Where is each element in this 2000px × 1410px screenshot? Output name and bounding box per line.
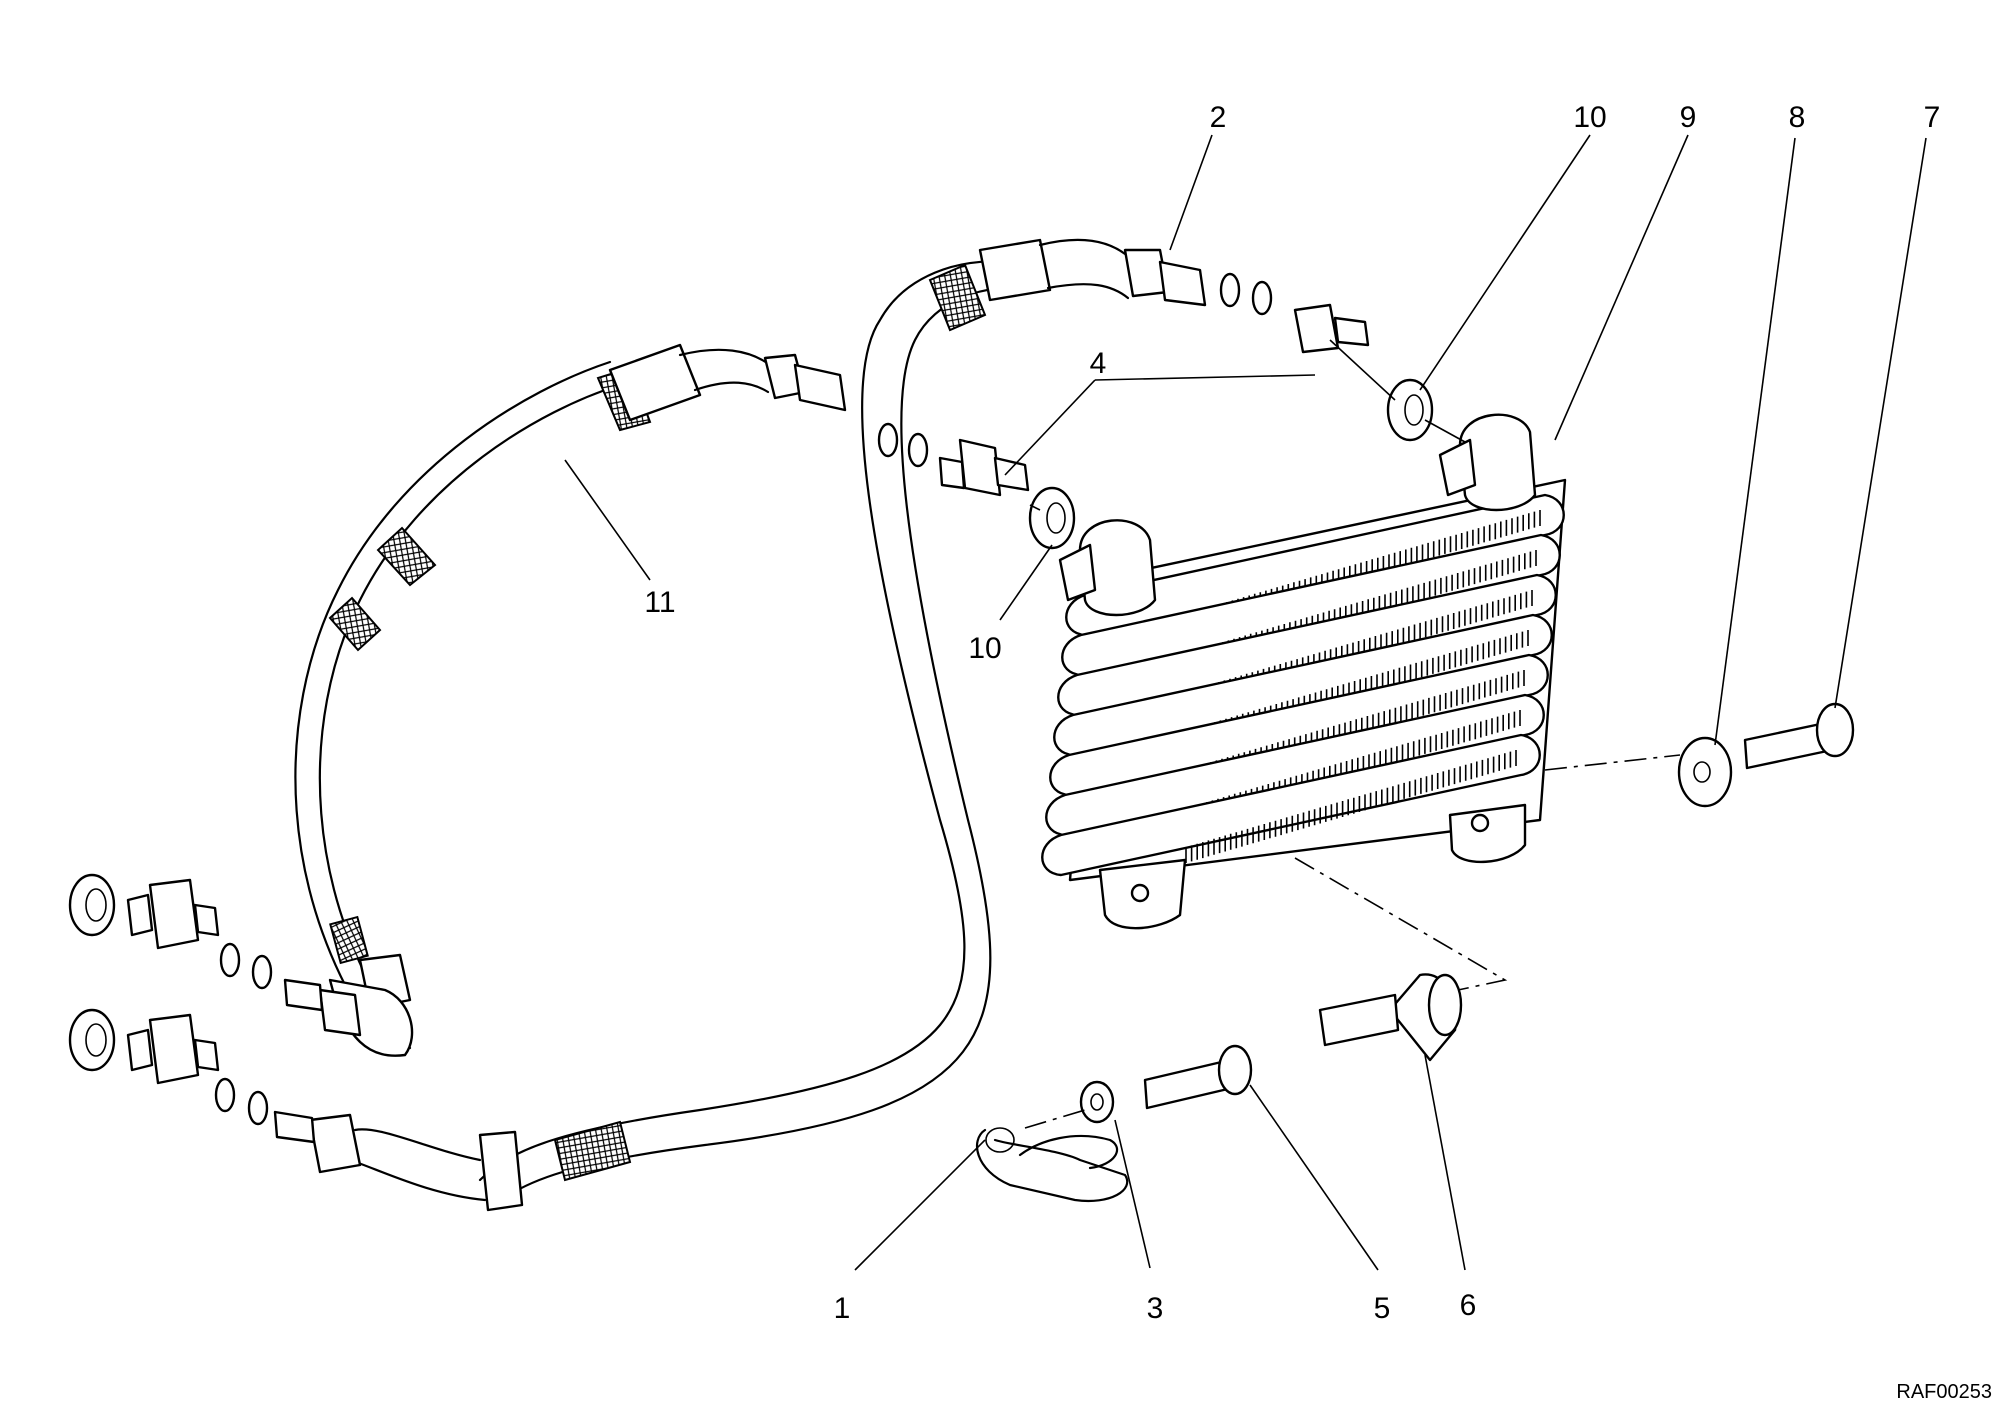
callout-9: 9 (1680, 101, 1697, 134)
left-fittings (68, 873, 324, 1144)
drawing-code: RAF00253 (1896, 1381, 1992, 1403)
sealing-washers (1028, 378, 1434, 550)
callout-10-middle: 10 (968, 632, 1001, 665)
leader-lines (564, 134, 1927, 1271)
callout-2: 2 (1210, 101, 1227, 134)
callout-7: 7 (1924, 101, 1941, 134)
oil-cooler (1041, 413, 1567, 930)
callout-11: 11 (644, 586, 675, 619)
cooler-core-row (1041, 733, 1541, 877)
callout-3: 3 (1147, 1292, 1164, 1325)
assembly-axes (1024, 339, 1681, 1129)
mounting-hardware (976, 702, 1855, 1203)
callout-5: 5 (1374, 1292, 1391, 1325)
callout-10-top: 10 (1573, 101, 1606, 134)
callout-6: 6 (1460, 1289, 1477, 1322)
callout-8: 8 (1789, 101, 1806, 134)
oil-pipe-lower (308, 238, 1207, 1212)
cooler-fin-band (1185, 750, 1517, 863)
callout-labels: 1 2 3 4 5 6 7 8 9 10 10 11 (644, 101, 1940, 1325)
pipe-unions (877, 272, 1370, 497)
callout-4: 4 (1090, 347, 1107, 380)
oil-pipe-upper (294, 343, 847, 1057)
callout-1: 1 (834, 1292, 851, 1325)
